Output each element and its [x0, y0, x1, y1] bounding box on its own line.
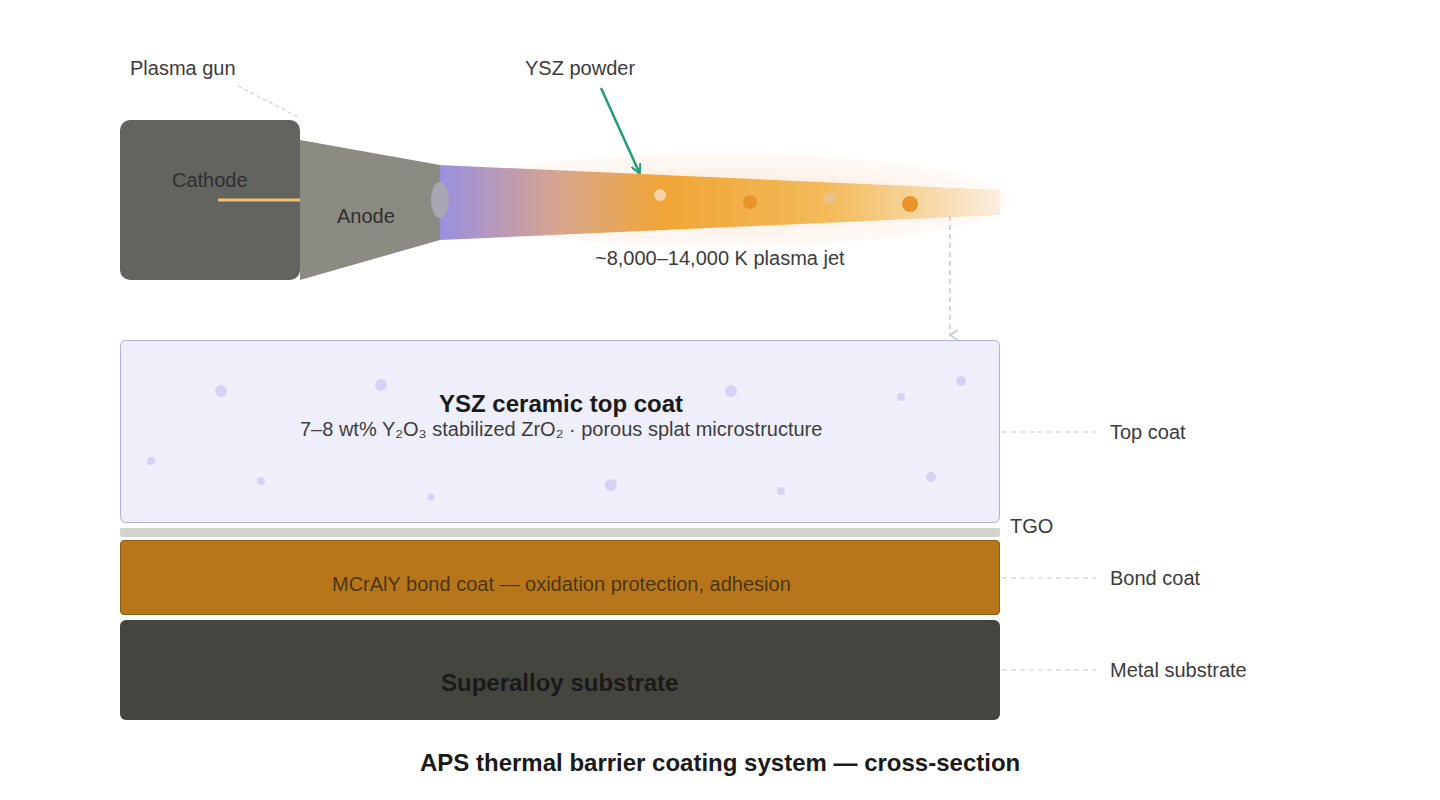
bond-coat-layer: MCrAlY bond coat — oxidation protection,… — [120, 540, 1000, 615]
top-coat-layer: YSZ ceramic top coat7–8 wt% Y₂O₃ stabili… — [120, 340, 1000, 523]
pore-dot — [428, 494, 435, 501]
powder-arrow — [601, 88, 639, 172]
pore-dot — [777, 487, 785, 495]
node-text: Anode — [337, 205, 395, 228]
layer-title: YSZ ceramic top coat — [439, 390, 683, 418]
layer-name: Bond coat — [1110, 567, 1200, 590]
pore-dot — [375, 379, 387, 391]
figure-caption: APS thermal barrier coating system — cro… — [420, 749, 1020, 777]
layer-name: Metal substrate — [1110, 659, 1247, 682]
layer-name: TGO — [1010, 515, 1053, 538]
node-text: Cathode — [172, 169, 248, 192]
tgo-band — [120, 528, 1000, 537]
powder-particle — [743, 195, 757, 209]
node-text: Superalloy substrate — [441, 669, 678, 697]
pore-dot — [257, 477, 265, 485]
anode-shape — [300, 140, 440, 280]
pore-dot — [605, 479, 617, 491]
substrate-layer: Superalloy substrate — [120, 620, 1000, 720]
pore-dot — [897, 393, 905, 401]
temperature-note: ~8,000–14,000 K plasma jet — [595, 247, 845, 270]
pore-dot — [215, 385, 227, 397]
part-name: YSZ powder — [525, 57, 635, 80]
part-name: Plasma gun — [130, 57, 236, 80]
cathode-block: Cathode — [120, 120, 300, 280]
powder-particle — [824, 192, 836, 204]
powder-particle — [902, 196, 918, 212]
electrode — [218, 199, 300, 202]
leader-line — [1002, 670, 1096, 671]
plasma-jet — [440, 165, 1000, 240]
pore-dot — [725, 385, 737, 397]
node-text: MCrAlY bond coat — oxidation protection,… — [332, 573, 791, 596]
pore-dot — [147, 457, 155, 465]
powder-particle — [654, 189, 666, 201]
leader-line — [238, 86, 300, 118]
node-text: 7–8 wt% Y₂O₃ stabilized ZrO₂ · porous sp… — [300, 418, 822, 441]
deposition-arrow — [949, 216, 951, 335]
plasma-glow — [430, 153, 1010, 247]
layer-name: Top coat — [1110, 421, 1186, 444]
leader-line — [1002, 432, 1096, 433]
pore-dot — [956, 376, 966, 386]
anode-nozzle: Anode — [300, 140, 440, 280]
nozzle-exit — [431, 182, 449, 218]
pore-dot — [926, 472, 936, 482]
node-illustration — [120, 120, 300, 280]
leader-line — [1002, 578, 1096, 579]
